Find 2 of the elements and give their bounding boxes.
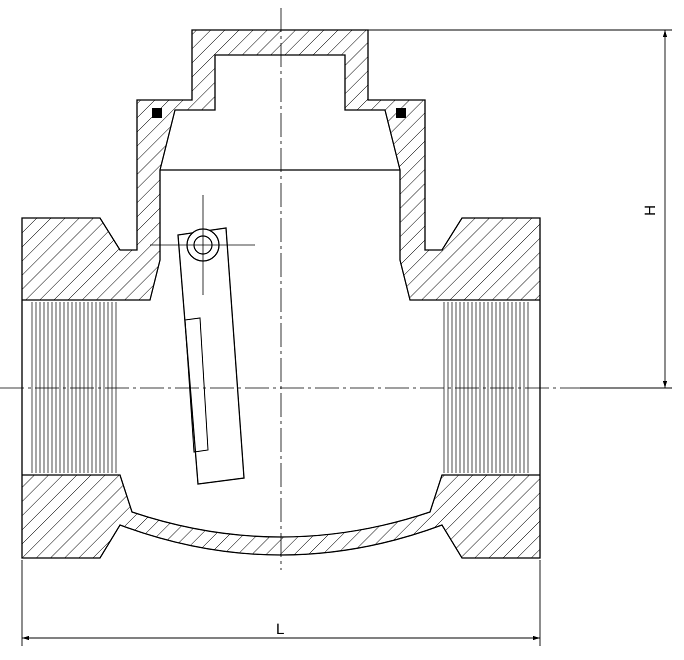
dimension-label: L bbox=[276, 622, 284, 637]
dimension-label: H bbox=[642, 205, 658, 216]
